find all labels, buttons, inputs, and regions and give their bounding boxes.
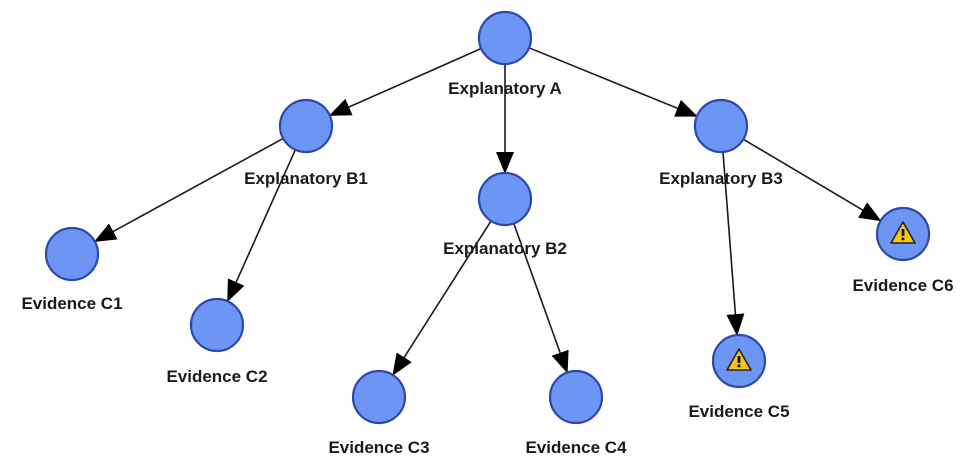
node-c4[interactable] <box>548 369 604 425</box>
edge-b1-to-c1 <box>93 137 284 243</box>
node-label-b3: Explanatory B3 <box>659 169 783 188</box>
warning-icon <box>726 348 752 371</box>
node-a[interactable] <box>477 10 533 66</box>
node-circle[interactable] <box>548 369 604 425</box>
edge-a-to-b1 <box>328 47 482 116</box>
node-b1[interactable] <box>278 98 334 154</box>
node-label-b2: Explanatory B2 <box>443 239 567 258</box>
node-circle[interactable] <box>477 171 533 227</box>
node-c2[interactable] <box>189 297 245 353</box>
node-b2[interactable] <box>477 171 533 227</box>
node-circle[interactable] <box>278 98 334 154</box>
node-label-c3: Evidence C3 <box>328 438 429 457</box>
node-c1[interactable] <box>44 226 100 282</box>
node-label-c6: Evidence C6 <box>852 276 953 295</box>
node-label-b1: Explanatory B1 <box>244 169 368 188</box>
node-circle[interactable] <box>44 226 100 282</box>
nodes-layer <box>44 10 931 425</box>
node-circle[interactable] <box>693 98 749 154</box>
edge-b3-to-c6 <box>742 138 882 222</box>
node-label-c2: Evidence C2 <box>166 367 267 386</box>
node-c6[interactable] <box>875 206 931 262</box>
node-circle[interactable] <box>351 369 407 425</box>
node-circle[interactable] <box>189 297 245 353</box>
node-c5[interactable] <box>711 333 767 389</box>
edge-b2-to-c4 <box>513 223 569 374</box>
node-label-c5: Evidence C5 <box>688 402 789 421</box>
edge-b2-to-c3 <box>392 220 492 376</box>
node-b3[interactable] <box>693 98 749 154</box>
node-label-c4: Evidence C4 <box>525 438 627 457</box>
labels-layer: Explanatory A Explanatory B1 Explanatory B… <box>21 79 953 457</box>
node-label-a: Explanatory A <box>448 79 562 98</box>
node-c3[interactable] <box>351 369 407 425</box>
node-circle[interactable] <box>477 10 533 66</box>
edge-b3-to-c5 <box>722 151 745 337</box>
node-label-c1: Evidence C1 <box>21 294 122 313</box>
edge-b1-to-c2 <box>227 149 297 303</box>
warning-icon <box>890 221 916 244</box>
edge-a-to-b3 <box>528 47 698 117</box>
edges-layer <box>93 47 882 376</box>
